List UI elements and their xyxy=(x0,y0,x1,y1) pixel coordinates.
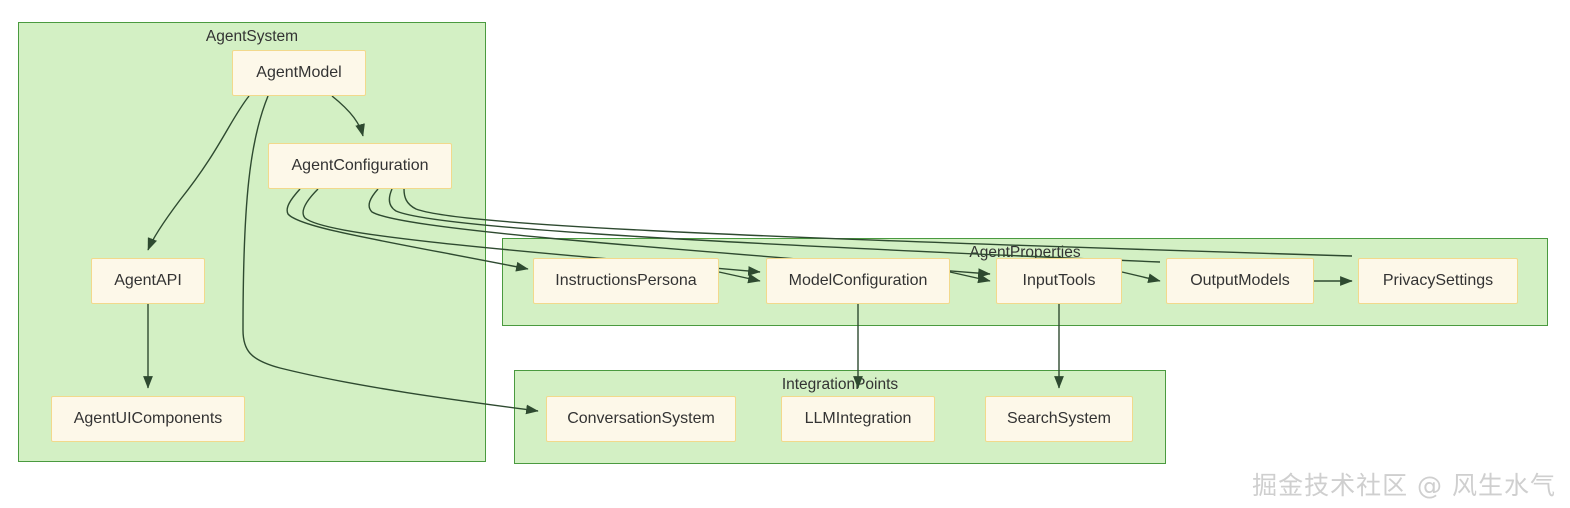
cluster-label-agentsystem: AgentSystem xyxy=(205,28,299,45)
node-label-conversationsystem: ConversationSystem xyxy=(567,410,715,427)
node-label-agentmodel: AgentModel xyxy=(256,64,342,81)
node-label-outputmodels: OutputModels xyxy=(1190,272,1290,289)
node-label-llmintegration: LLMIntegration xyxy=(804,410,912,427)
node-label-modelconfiguration: ModelConfiguration xyxy=(788,272,928,289)
cluster-label-integrationpoints: IntegrationPoints xyxy=(781,376,899,393)
node-outputmodels[interactable]: OutputModels xyxy=(1166,258,1314,304)
node-conversationsystem[interactable]: ConversationSystem xyxy=(546,396,736,442)
node-agentconfiguration[interactable]: AgentConfiguration xyxy=(268,143,452,189)
node-privacysettings[interactable]: PrivacySettings xyxy=(1358,258,1518,304)
node-agentmodel[interactable]: AgentModel xyxy=(232,50,366,96)
node-label-agentapi: AgentAPI xyxy=(114,272,182,289)
node-instructionspersona[interactable]: InstructionsPersona xyxy=(533,258,719,304)
node-modelconfiguration[interactable]: ModelConfiguration xyxy=(766,258,950,304)
node-label-agentconfiguration: AgentConfiguration xyxy=(291,157,429,174)
node-label-instructionspersona: InstructionsPersona xyxy=(555,272,697,289)
node-label-searchsystem: SearchSystem xyxy=(1006,410,1112,427)
node-agentuicomponents[interactable]: AgentUIComponents xyxy=(51,396,245,442)
node-agentapi[interactable]: AgentAPI xyxy=(91,258,205,304)
node-inputtools[interactable]: InputTools xyxy=(996,258,1122,304)
node-llmintegration[interactable]: LLMIntegration xyxy=(781,396,935,442)
watermark-text: 掘金技术社区 @ 风生水气 xyxy=(1252,471,1556,500)
node-label-privacysettings: PrivacySettings xyxy=(1382,272,1494,289)
node-label-agentuicomponents: AgentUIComponents xyxy=(73,410,223,427)
node-searchsystem[interactable]: SearchSystem xyxy=(985,396,1133,442)
node-label-inputtools: InputTools xyxy=(1022,272,1096,289)
